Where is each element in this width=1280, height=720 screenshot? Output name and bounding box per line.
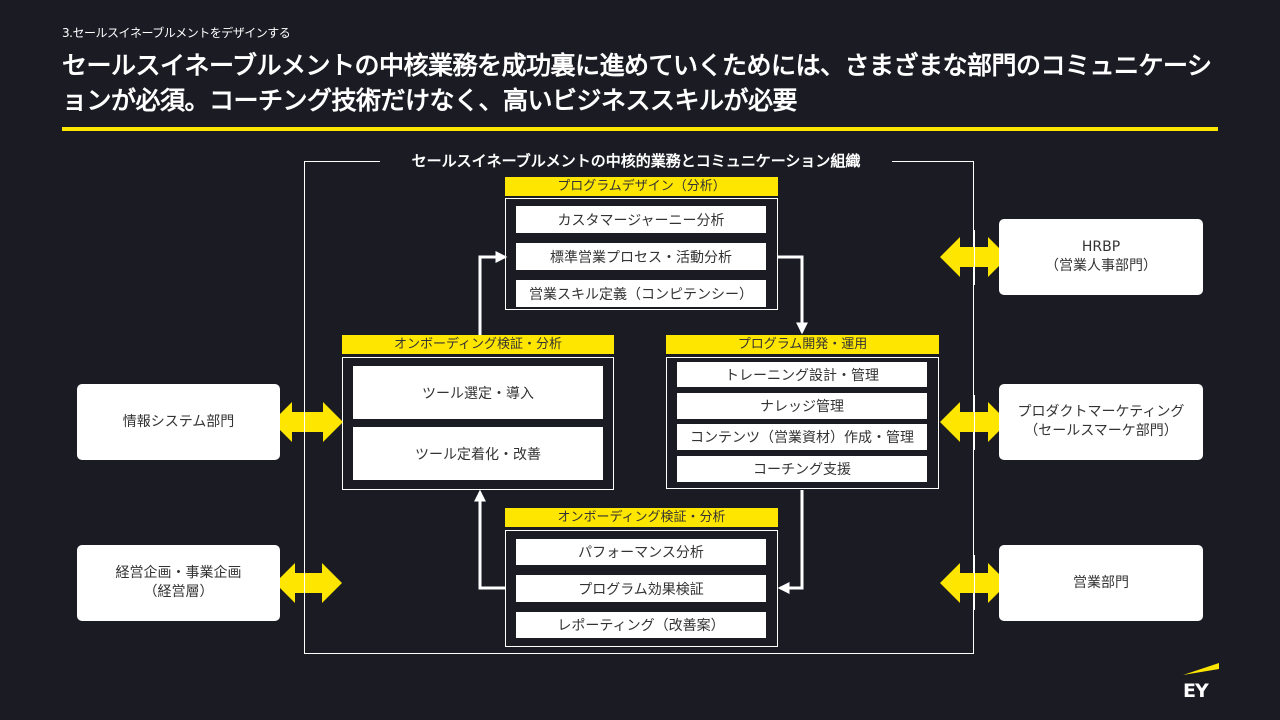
department-product-marketing: プロダクトマーケティング （セールスマーケ部門） [999, 384, 1203, 460]
arrow-verification-to-onboarding [474, 489, 505, 590]
department-it: 情報システム部門 [77, 384, 280, 460]
development-item: コーチング支援 [677, 456, 927, 482]
development-item: ナレッジ管理 [677, 393, 927, 419]
design-item: カスタマージャーニー分析 [516, 206, 766, 233]
group-verification [505, 530, 778, 647]
design-item: 営業スキル定義（コンピテンシー） [516, 280, 766, 307]
group-title-development: プログラム開発・運用 [666, 335, 939, 354]
department-label: 営業部門 [1073, 574, 1129, 591]
onboarding-item: ツール定着化・改善 [353, 427, 603, 480]
department-sales: 営業部門 [999, 545, 1203, 621]
group-design [505, 198, 778, 310]
arrow-onboarding-to-design [478, 251, 508, 335]
verification-item: レポーティング（改善案） [516, 612, 766, 638]
page-headline: セールスイネーブルメントの中核業務を成功裏に進めていくためには、さまざまな部門の… [62, 51, 1212, 115]
arrow-design-to-development [778, 255, 808, 335]
group-title-verification: オンボーディング検証・分析 [505, 508, 778, 527]
double-arrow-left-2 [275, 563, 342, 603]
department-sublabel: （営業人事部門） [1045, 258, 1157, 274]
verification-item: パフォーマンス分析 [516, 539, 766, 565]
department-label: HRBP [1081, 239, 1121, 255]
department-hrbp: HRBP （営業人事部門） [999, 219, 1203, 295]
department-sublabel: （経営層） [143, 584, 214, 600]
verification-item: プログラム効果検証 [516, 575, 766, 602]
group-title-design: プログラムデザイン（分析） [505, 177, 778, 196]
group-title-onboarding: オンボーディング検証・分析 [342, 335, 614, 354]
department-label: プロダクトマーケティング [1017, 404, 1185, 420]
department-label: 経営企画・事業企画 [115, 565, 242, 581]
logo-beam-icon [1183, 663, 1219, 675]
development-item: コンテンツ（営業資材）作成・管理 [677, 424, 927, 450]
design-item: 標準営業プロセス・活動分析 [516, 243, 766, 270]
department-sublabel: （セールスマーケ部門） [1024, 423, 1178, 439]
onboarding-item: ツール選定・導入 [353, 366, 603, 419]
department-label: 情報システム部門 [122, 413, 235, 430]
ey-logo-text: EY [1183, 680, 1209, 702]
headline-rule [62, 127, 1218, 131]
group-onboarding [342, 357, 614, 490]
arrow-development-to-verification [777, 490, 804, 594]
department-management: 経営企画・事業企画 （経営層） [77, 545, 280, 621]
diagram-title: セールスイネーブルメントの中核的業務とコミュニケーション組織 [380, 150, 892, 172]
double-arrow-left-1 [272, 402, 343, 442]
group-development [666, 357, 939, 489]
section-label: 3.セールスイネーブルメントをデザインする [62, 26, 291, 40]
ey-logo [1183, 663, 1219, 675]
development-item: トレーニング設計・管理 [677, 362, 927, 387]
